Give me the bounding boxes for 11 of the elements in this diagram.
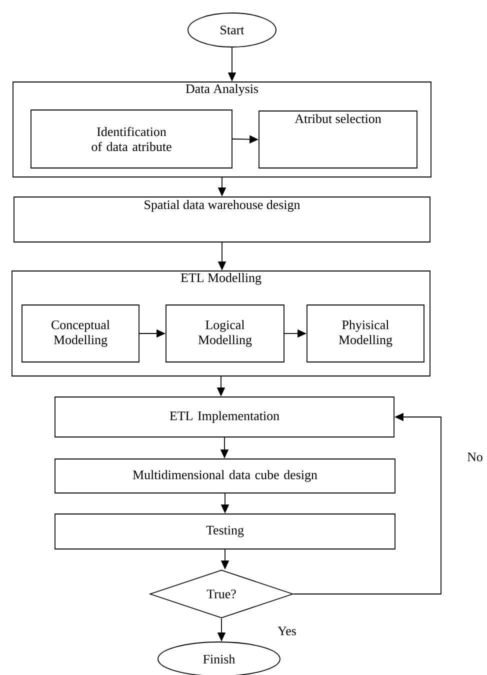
edge-label: No — [466, 452, 484, 462]
process-box: Atribut selection — [258, 110, 418, 168]
process-box: Logical Modelling — [166, 304, 284, 362]
process-box: Testing — [54, 514, 396, 550]
process-box: Phyisical Modelling — [306, 304, 424, 362]
process-box: Spatial data warehouse design — [14, 196, 430, 242]
edge-label: Yes — [276, 626, 298, 636]
process-box: Identification of data atribute — [30, 110, 232, 168]
process-box: Conceptual Modelling — [22, 304, 140, 362]
process-box: ETL Implementation — [54, 396, 394, 438]
process-box: Multidimensional data cube design — [54, 458, 396, 494]
